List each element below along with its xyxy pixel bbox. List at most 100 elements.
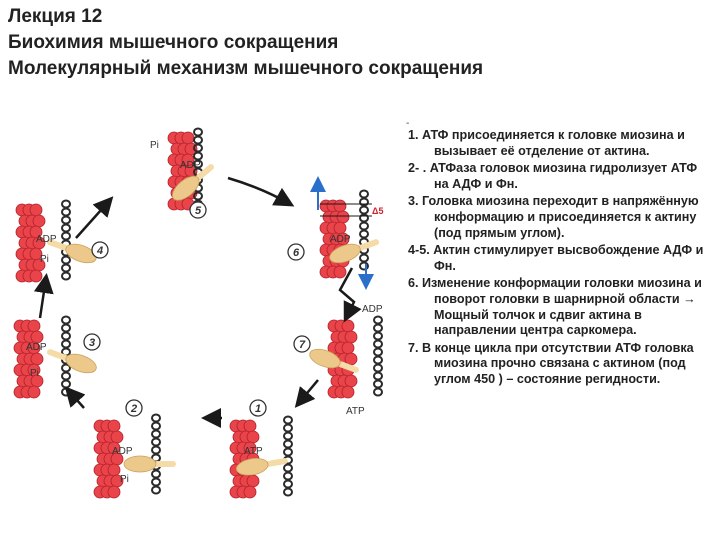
- myosin-head-globule: [65, 243, 97, 264]
- myosin-filament-segment: [61, 379, 71, 389]
- myosin-filament-segment: [61, 199, 71, 209]
- cycle-arrow-left: [33, 273, 54, 319]
- myosin-filament-segment: [359, 205, 369, 215]
- myosin-filament-segment: [373, 387, 383, 397]
- actin-bead: [27, 385, 41, 399]
- myosin-filament-segment: [61, 371, 71, 381]
- myosin-filament-segment: [283, 415, 293, 425]
- actin-bead: [27, 319, 41, 333]
- cycle-stage: 7: [293, 315, 383, 399]
- actin-bead: [333, 221, 347, 235]
- actin-bead: [29, 203, 43, 217]
- stage-number-circle: [125, 399, 143, 417]
- myosin-filament-segment: [283, 431, 293, 441]
- myosin-filament-segment: [193, 127, 203, 137]
- myosin-neck: [47, 349, 69, 361]
- label-atp-bottom: ATP: [244, 446, 263, 457]
- cycle-arrow-right-bottom: [294, 379, 319, 408]
- myosin-filament-segment: [283, 479, 293, 489]
- stage-number-circle: [91, 241, 109, 259]
- label-adp-left: ADP: [36, 234, 57, 245]
- actin-bead: [341, 341, 355, 355]
- myosin-head-globule: [309, 348, 341, 369]
- myosin-filament-segment: [151, 485, 161, 495]
- cycle-stage: 5: [167, 127, 215, 219]
- step-item-3: 3. Головка миозина переходит в напряжённ…: [408, 194, 699, 240]
- myosin-filament-segment: [359, 221, 369, 231]
- stage-number: 6: [293, 247, 300, 259]
- myosin-filament-segment: [283, 471, 293, 481]
- myosin-filament-segment: [151, 445, 161, 455]
- actin-bead: [333, 199, 347, 213]
- myosin-filament-segment: [373, 339, 383, 349]
- myosin-filament-segment: [283, 423, 293, 433]
- myosin-filament-segment: [151, 429, 161, 439]
- actin-bead: [243, 419, 257, 433]
- stage-number-circle: [189, 201, 207, 219]
- stage-number: 2: [130, 403, 137, 415]
- actin-bead: [107, 419, 121, 433]
- myosin-neck: [357, 239, 379, 251]
- label-pi-stage3: Pi: [30, 368, 39, 379]
- delta-label: Δ5: [372, 206, 383, 216]
- myosin-filament-segment: [193, 135, 203, 145]
- actin-bead: [344, 352, 358, 366]
- myosin-filament-segment: [373, 379, 383, 389]
- actin-bead: [107, 485, 121, 499]
- stage-number: 7: [299, 339, 306, 351]
- step-list: 1. АТФ присоединяется к головке миозина …: [408, 128, 714, 390]
- cycle-stage: 6: [287, 189, 379, 279]
- step-item-6: 6. Изменение конформации головки миозина…: [408, 276, 702, 338]
- actin-bead: [30, 352, 44, 366]
- myosin-filament-segment: [61, 223, 71, 233]
- myosin-filament-segment: [359, 253, 369, 263]
- myosin-filament-segment: [61, 315, 71, 325]
- actin-bead: [246, 474, 260, 488]
- step-item-7: 7. В конце цикла при отсутствии АТФ голо…: [408, 340, 694, 386]
- myosin-filament-segment: [61, 323, 71, 333]
- myosin-head: [47, 239, 97, 264]
- topic-title: Молекулярный механизм мышечного сокращен…: [8, 58, 484, 79]
- myosin-head-globule: [65, 353, 97, 374]
- myosin-filament-segment: [373, 363, 383, 373]
- myosin-filament-segment: [373, 371, 383, 381]
- myosin-neck: [195, 164, 215, 181]
- myosin-neck: [337, 361, 359, 373]
- myosin-filament-segment: [373, 315, 383, 325]
- myosin-filament-segment: [61, 215, 71, 225]
- myosin-filament-segment: [61, 207, 71, 217]
- actin-bead: [341, 319, 355, 333]
- myosin-filament-segment: [373, 323, 383, 333]
- myosin-neck: [154, 461, 176, 467]
- label-pi-top: Pi: [150, 140, 159, 151]
- myosin-filament-segment: [61, 231, 71, 241]
- cycle-arrows: [33, 176, 374, 428]
- cycle-stage: 1: [229, 399, 293, 499]
- title-block: Лекция 12 Биохимия мышечного сокращения …: [8, 4, 483, 82]
- stage-number-circle: [83, 333, 101, 351]
- myosin-head-globule: [329, 243, 361, 264]
- myosin-filament-segment: [373, 355, 383, 365]
- actin-bead: [243, 485, 257, 499]
- actin-bead: [29, 269, 43, 283]
- myosin-filament-segment: [151, 469, 161, 479]
- subject-title: Биохимия мышечного сокращения: [8, 32, 339, 53]
- myosin-head: [47, 349, 97, 374]
- actin-bead: [341, 385, 355, 399]
- myosin-head-globule: [123, 455, 157, 473]
- myosin-filament-segment: [373, 331, 383, 341]
- cycle-stage: 2: [93, 399, 176, 499]
- step-item-2: 2- . АТФаза головок миозина гидролизует …: [408, 161, 698, 191]
- label-atp-right: ATP: [346, 406, 365, 417]
- myosin-neck: [47, 239, 69, 251]
- myosin-filament-segment: [359, 261, 369, 271]
- actin-bead: [246, 430, 260, 444]
- stage-number-circle: [287, 243, 305, 261]
- stage-number: 3: [89, 337, 95, 349]
- label-adp-stage3: ADP: [26, 342, 47, 353]
- myosin-filament-segment: [283, 447, 293, 457]
- label-pi-left: Pi: [40, 254, 49, 265]
- actin-bead: [344, 330, 358, 344]
- stage-number: 1: [255, 403, 261, 415]
